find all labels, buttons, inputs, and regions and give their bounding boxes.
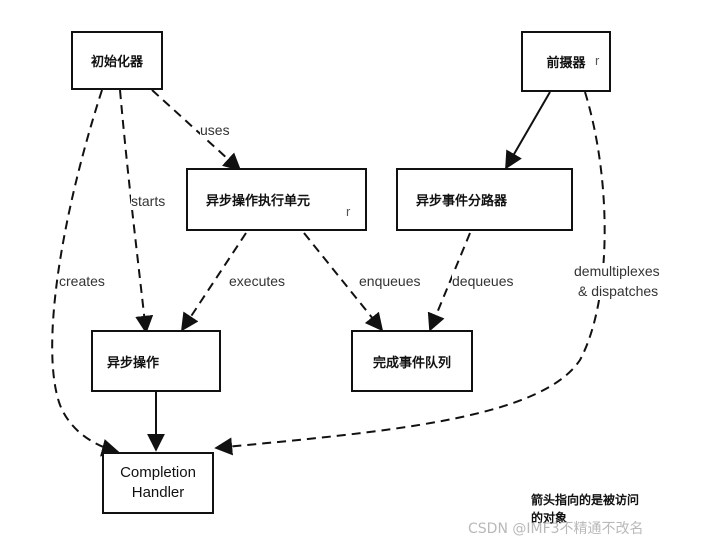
note: 箭头指向的是被访问 的对象 — [531, 491, 639, 527]
node-async-op-processor-label: 异步操作执行单元 — [206, 194, 311, 209]
node-completion-handler: Completion Handler — [102, 452, 214, 514]
node-async-op-processor-residual: r — [346, 204, 351, 219]
edge-dequeues — [427, 232, 471, 332]
note-line2: 的对象 — [531, 511, 568, 525]
edge-label-executes: executes — [229, 273, 286, 290]
node-initiator: 初始化器 — [71, 31, 163, 90]
edge-executes — [181, 232, 247, 332]
edge-label-uses: uses — [200, 122, 230, 139]
edge-label-demultiplexes: demultiplexes — [574, 263, 660, 280]
node-event-demultiplexer: 异步事件分路器 — [396, 168, 573, 231]
node-completion-handler-line2: Handler — [131, 484, 185, 501]
watermark: CSDN @IMF3不精通不改名 — [468, 521, 644, 537]
node-async-op-processor: 异步操作执行单元 r — [186, 168, 367, 231]
edge-label-dequeues: dequeues — [452, 273, 514, 290]
note-line1: 箭头指向的是被访问 — [531, 493, 640, 507]
node-completion-queue: 完成事件队列 — [351, 330, 473, 392]
edge-label-creates: creates — [59, 273, 105, 290]
node-async-operation-label: 异步操作 — [107, 355, 160, 371]
edge-uses — [151, 89, 242, 172]
node-completion-queue-label: 完成事件队列 — [372, 355, 451, 371]
node-proactor-label: 前摄器 — [546, 56, 586, 71]
edge-label-enqueues: enqueues — [359, 273, 421, 290]
edge-label-dispatches: & dispatches — [578, 283, 659, 300]
edge-creates — [51, 89, 120, 457]
node-initiator-label: 初始化器 — [90, 55, 143, 70]
edge-proactor-uses-demux — [505, 91, 551, 170]
edge-label-starts: starts — [131, 193, 166, 210]
node-proactor: 前摄器 r — [521, 31, 611, 92]
node-proactor-residual: r — [595, 53, 600, 68]
edge-demultiplexes — [214, 91, 606, 456]
edge-enqueues — [303, 232, 384, 332]
node-event-demultiplexer-label: 异步事件分路器 — [416, 194, 508, 209]
node-completion-handler-line1: Completion — [120, 463, 196, 481]
edge-starts — [119, 89, 154, 334]
node-async-operation: 异步操作 — [91, 330, 221, 392]
